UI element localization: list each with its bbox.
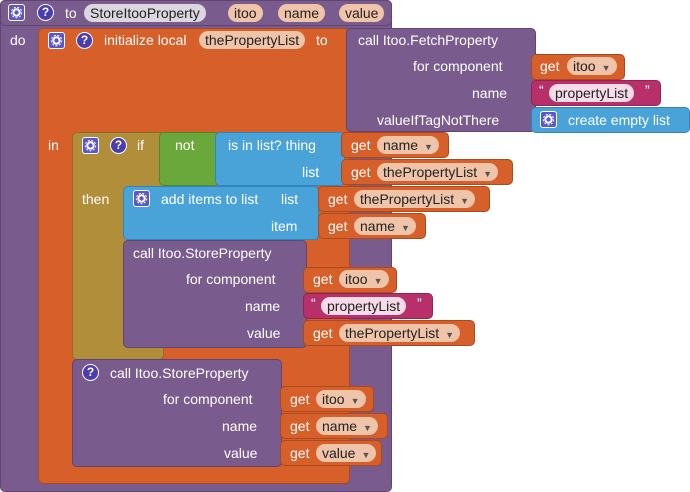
- is-in-list-list-label: list: [302, 164, 320, 180]
- procedure-param-value[interactable]: value: [339, 4, 385, 22]
- create-empty-list-block[interactable]: [531, 107, 690, 133]
- get-label: get: [540, 58, 560, 74]
- gear-icon[interactable]: [8, 4, 25, 21]
- store-name-label: name: [245, 298, 281, 314]
- create-empty-list-label: create empty list: [568, 112, 670, 128]
- get-var-value: itoo: [573, 58, 596, 74]
- store-name-label: name: [222, 418, 258, 434]
- dropdown-arrow-icon: ▼: [601, 63, 611, 73]
- get-var-dropdown[interactable]: name ▼: [354, 217, 416, 235]
- add-items-label: add items to list: [161, 191, 259, 207]
- get-var-dropdown[interactable]: itoo ▼: [316, 390, 366, 408]
- get-label: get: [313, 271, 333, 287]
- get-var-value: itoo: [345, 271, 368, 287]
- get-label: get: [351, 137, 371, 153]
- get-var-value: value: [322, 445, 356, 461]
- add-items-list-label: list: [281, 191, 299, 207]
- quote-open: “: [539, 82, 544, 98]
- get-var-dropdown[interactable]: itoo ▼: [567, 57, 617, 75]
- help-icon[interactable]: ?: [76, 32, 93, 49]
- get-label: get: [351, 164, 371, 180]
- text-string-field[interactable]: propertyList: [549, 84, 635, 102]
- get-var-value: thePropertyList: [360, 191, 455, 207]
- get-var-dropdown[interactable]: itoo ▼: [339, 270, 389, 288]
- gear-icon[interactable]: [540, 111, 557, 128]
- get-label: get: [328, 191, 348, 207]
- dropdown-arrow-icon: ▼: [424, 142, 433, 152]
- get-var-value: thePropertyList: [345, 325, 440, 341]
- initialize-to-label: to: [316, 32, 328, 48]
- then-label: then: [82, 191, 110, 207]
- fetch-value-if-label: valueIfTagNotThere: [377, 112, 500, 128]
- get-label: get: [328, 218, 348, 234]
- store-property-block-1[interactable]: [123, 240, 307, 348]
- get-var-dropdown[interactable]: name ▼: [316, 417, 378, 435]
- get-var-value: thePropertyList: [383, 164, 478, 180]
- dropdown-arrow-icon: ▼: [373, 276, 383, 286]
- procedure-name-field[interactable]: StoreItooProperty: [84, 4, 206, 22]
- dropdown-arrow-icon: ▼: [350, 396, 360, 406]
- get-var-dropdown[interactable]: thePropertyList ▼: [377, 163, 499, 181]
- store-value-label: value: [224, 445, 258, 461]
- procedure-do-label: do: [10, 32, 26, 48]
- get-var-dropdown[interactable]: name ▼: [377, 136, 439, 154]
- help-icon[interactable]: ?: [37, 4, 54, 21]
- quote-close: ”: [417, 295, 422, 311]
- store-property-call-label: call Itoo.StoreProperty: [133, 245, 272, 261]
- get-label: get: [313, 325, 333, 341]
- get-label: get: [290, 445, 310, 461]
- get-var-value: name: [322, 418, 358, 434]
- dropdown-arrow-icon: ▼: [445, 330, 455, 340]
- is-in-list-block[interactable]: [215, 132, 345, 186]
- not-label: not: [175, 137, 195, 153]
- dropdown-arrow-icon: ▼: [460, 196, 470, 206]
- quote-close: ”: [645, 82, 650, 98]
- help-icon[interactable]: ?: [110, 137, 127, 154]
- add-items-to-list-block[interactable]: [123, 186, 319, 240]
- get-label: get: [290, 391, 310, 407]
- quote-open: “: [311, 295, 316, 311]
- add-items-item-label: item: [271, 218, 298, 234]
- procedure-param-itoo[interactable]: itoo: [228, 4, 263, 22]
- get-label: get: [290, 418, 310, 434]
- local-var-name-field[interactable]: thePropertyList: [199, 31, 306, 49]
- gear-icon[interactable]: [48, 32, 65, 49]
- store-property-call-label: call Itoo.StoreProperty: [110, 365, 249, 381]
- fetch-for-component-label: for component: [413, 58, 503, 74]
- dropdown-arrow-icon: ▼: [363, 423, 372, 433]
- dropdown-arrow-icon: ▼: [483, 169, 493, 179]
- store-property-block-2[interactable]: [72, 359, 282, 467]
- fetch-property-call-label: call Itoo.FetchProperty: [358, 32, 499, 48]
- fetch-name-label: name: [472, 85, 508, 101]
- procedure-param-name[interactable]: name: [278, 4, 326, 22]
- help-icon[interactable]: ?: [82, 364, 99, 381]
- get-var-value: name: [360, 218, 396, 234]
- procedure-to-label: to: [65, 5, 77, 21]
- get-var-dropdown[interactable]: value ▼: [316, 444, 377, 462]
- fetch-property-block[interactable]: [346, 28, 536, 132]
- if-label: if: [137, 137, 144, 153]
- get-var-dropdown[interactable]: thePropertyList ▼: [339, 324, 461, 342]
- gear-icon[interactable]: [82, 137, 99, 154]
- initialize-in-label: in: [48, 137, 59, 153]
- get-var-value: itoo: [322, 391, 345, 407]
- dropdown-arrow-icon: ▼: [361, 450, 371, 460]
- get-var-dropdown[interactable]: thePropertyList ▼: [354, 190, 476, 208]
- store-for-component-label: for component: [186, 271, 276, 287]
- store-for-component-label: for component: [163, 391, 253, 407]
- gear-icon[interactable]: [133, 190, 150, 207]
- initialize-local-label: initialize local: [104, 32, 187, 48]
- store-value-label: value: [247, 325, 281, 341]
- dropdown-arrow-icon: ▼: [401, 223, 410, 233]
- is-in-list-thing-label: is in list? thing: [228, 137, 316, 153]
- text-string-field[interactable]: propertyList: [321, 297, 407, 315]
- get-var-value: name: [383, 137, 419, 153]
